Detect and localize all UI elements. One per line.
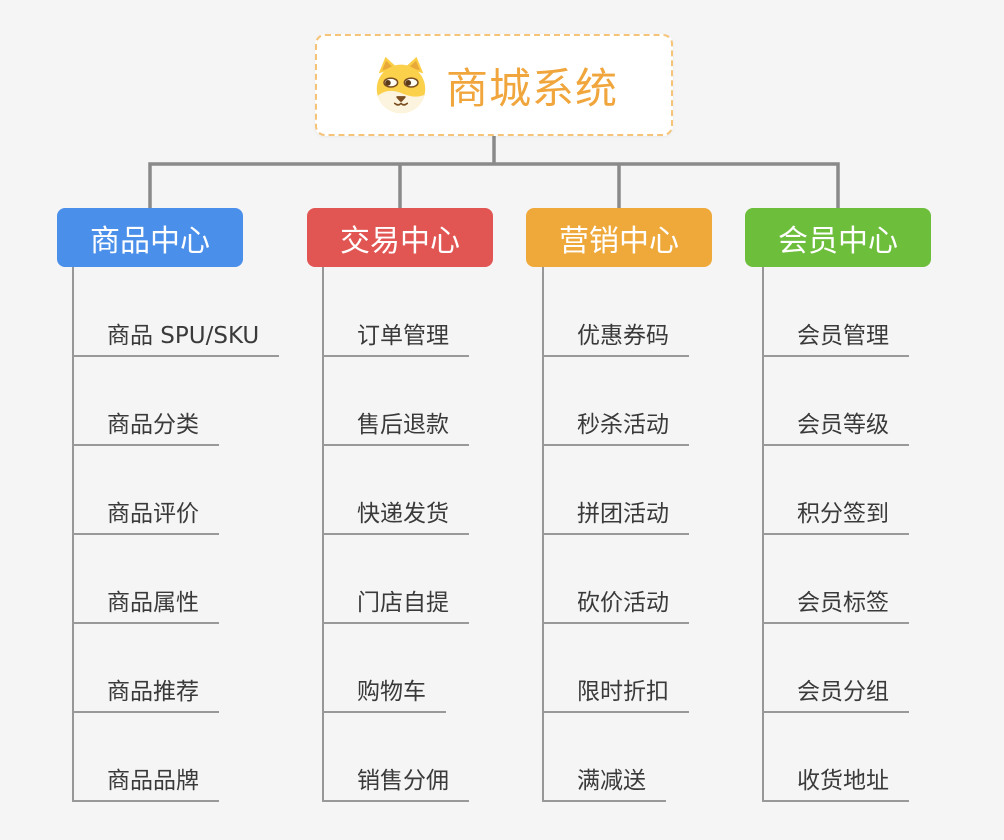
leaf-label: 拼团活动	[577, 501, 669, 527]
branch-node-trade-center[interactable]: 交易中心	[307, 208, 493, 267]
root-title: 商城系统	[445, 63, 618, 113]
leaf-label: 订单管理	[357, 323, 449, 349]
leaf-label: 快递发货	[357, 501, 449, 527]
leaf-item[interactable]: 拼团活动	[542, 489, 689, 535]
leaf-item[interactable]: 砍价活动	[542, 578, 689, 624]
leaf-label: 积分签到	[797, 501, 889, 527]
leaf-label: 门店自提	[357, 590, 449, 616]
leaf-item[interactable]: 订单管理	[322, 311, 469, 357]
leaf-item[interactable]: 秒杀活动	[542, 400, 689, 446]
leaf-item[interactable]: 商品品牌	[72, 756, 219, 802]
leaf-label: 会员标签	[797, 590, 889, 616]
branch-node-product-center[interactable]: 商品中心	[57, 208, 243, 267]
branch-node-marketing-center[interactable]: 营销中心	[526, 208, 712, 267]
leaf-item[interactable]: 门店自提	[322, 578, 469, 624]
branch-node-member-center[interactable]: 会员中心	[745, 208, 931, 267]
leaf-item[interactable]: 销售分佣	[322, 756, 469, 802]
leaf-item[interactable]: 限时折扣	[542, 667, 689, 713]
leaf-label: 商品评价	[107, 501, 199, 527]
leaf-item[interactable]: 购物车	[322, 667, 446, 713]
leaf-item[interactable]: 商品属性	[72, 578, 219, 624]
leaf-label: 销售分佣	[357, 768, 449, 794]
leaf-label: 会员管理	[797, 323, 889, 349]
leaf-label: 商品分类	[107, 412, 199, 438]
leaf-label: 限时折扣	[577, 679, 669, 705]
leaf-label: 会员等级	[797, 412, 889, 438]
leaf-item[interactable]: 会员等级	[762, 400, 909, 446]
leaf-label: 购物车	[357, 679, 426, 705]
branch-label: 交易中心	[340, 223, 460, 259]
leaf-label: 商品品牌	[107, 768, 199, 794]
leaf-label: 商品属性	[107, 590, 199, 616]
leaf-item[interactable]: 快递发货	[322, 489, 469, 535]
leaf-item[interactable]: 优惠券码	[542, 311, 689, 357]
leaf-label: 商品推荐	[107, 679, 199, 705]
dog-icon	[376, 56, 426, 114]
leaf-item[interactable]: 收货地址	[762, 756, 909, 802]
leaf-label: 商品 SPU/SKU	[107, 323, 260, 349]
leaf-label: 满减送	[577, 768, 646, 794]
leaf-label: 优惠券码	[577, 323, 669, 349]
leaf-label: 秒杀活动	[577, 412, 669, 438]
leaf-label: 收货地址	[797, 768, 889, 794]
branch-label: 会员中心	[778, 223, 898, 259]
branch-label: 营销中心	[559, 223, 679, 259]
leaf-item[interactable]: 商品推荐	[72, 667, 219, 713]
leaf-item[interactable]: 满减送	[542, 756, 666, 802]
leaf-item[interactable]: 售后退款	[322, 400, 469, 446]
leaf-item[interactable]: 会员管理	[762, 311, 909, 357]
leaf-item[interactable]: 会员标签	[762, 578, 909, 624]
leaf-item[interactable]: 商品评价	[72, 489, 219, 535]
leaf-label: 会员分组	[797, 679, 889, 705]
root-node[interactable]: 商城系统	[315, 34, 673, 136]
leaf-item[interactable]: 会员分组	[762, 667, 909, 713]
leaf-label: 砍价活动	[577, 590, 669, 616]
leaf-item[interactable]: 商品分类	[72, 400, 219, 446]
leaf-item[interactable]: 积分签到	[762, 489, 909, 535]
leaf-label: 售后退款	[357, 412, 449, 438]
leaf-item[interactable]: 商品 SPU/SKU	[72, 311, 280, 357]
branch-label: 商品中心	[90, 223, 210, 259]
